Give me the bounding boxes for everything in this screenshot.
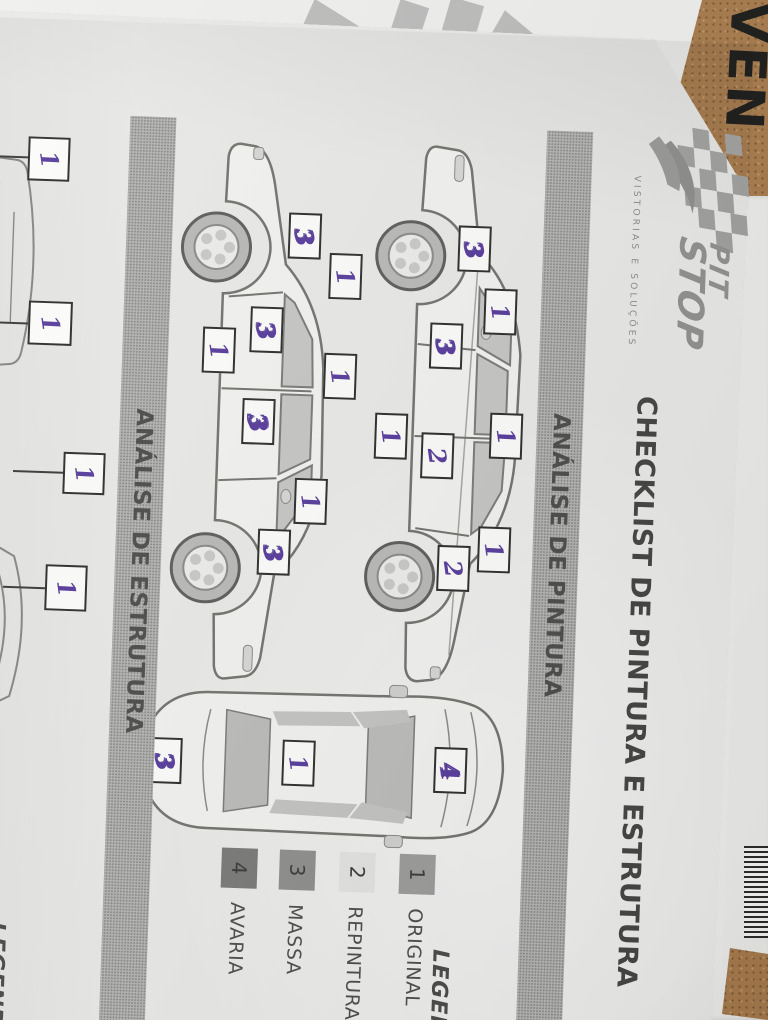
- paint-box-top-roof: 1: [281, 739, 316, 787]
- structure-box-1: 1: [27, 136, 71, 182]
- paint-box-left-front-fender: 3: [457, 225, 492, 273]
- paint-box-right-rocker: 1: [201, 326, 237, 374]
- car-top-view-diagram: [136, 677, 511, 852]
- paint-box-right-roof: 1: [322, 352, 358, 400]
- structure-box-4: 1: [44, 564, 88, 612]
- legend-swatch-3: 3: [278, 849, 316, 891]
- front-wheel: [375, 220, 447, 292]
- pitstop-logo: PIT STOP VISTORIAS E SOLUÇÕES: [598, 124, 755, 353]
- paint-box-left-rocker: 1: [373, 412, 409, 460]
- cork-board-patch: [722, 948, 768, 1020]
- legend-title: LEGENDA: [423, 948, 453, 1020]
- paint-box-right-rear-door: 3: [241, 397, 276, 446]
- legend-label-repintura: REPINTURA: [340, 905, 367, 1020]
- paint-box-top-hood: 4: [433, 746, 468, 795]
- car-left-side-diagram: [338, 132, 563, 704]
- structure-diagram-front: [0, 110, 62, 423]
- paint-box-right-windshield: 1: [328, 252, 363, 301]
- paint-box-right-front-door: 3: [249, 306, 284, 354]
- rear-wheel: [364, 541, 436, 613]
- legend-label-avaria: AVARIA: [223, 901, 249, 976]
- paint-box-left-roof: 1: [488, 412, 524, 460]
- checkered-flag-icon: [648, 127, 750, 254]
- paint-box-right-front-fender: 3: [287, 212, 323, 260]
- legend-swatch-1: 1: [398, 853, 436, 895]
- paint-box-left-rear-door: 2: [420, 432, 455, 480]
- paint-box-left-rear-quarter: 2: [436, 544, 471, 592]
- section-header-estrutura-label: ANÁLISE DE ESTRUTURA: [119, 408, 158, 735]
- paint-box-left-quarter-top: 1: [476, 526, 512, 574]
- barcode: [744, 846, 768, 938]
- structure-box-3: 1: [62, 451, 106, 496]
- brand-line2: STOP: [667, 233, 713, 354]
- paint-box-right-quarter-top: 1: [293, 477, 328, 525]
- legend-swatch-4: 4: [220, 847, 258, 889]
- structure-diagram-rear: [0, 498, 46, 751]
- brand-wordmark: PIT STOP: [667, 233, 734, 357]
- paint-box-right-rear-quarter: 3: [256, 528, 292, 576]
- structure-box-2: 1: [27, 300, 73, 346]
- legend-label-original: ORIGINAL: [400, 907, 427, 1007]
- legend-swatch-2: 2: [338, 851, 376, 893]
- paint-box-left-windshield: 1: [483, 288, 518, 336]
- paint-box-left-front-door: 3: [428, 322, 464, 370]
- legend-label-massa: MASSA: [281, 903, 307, 976]
